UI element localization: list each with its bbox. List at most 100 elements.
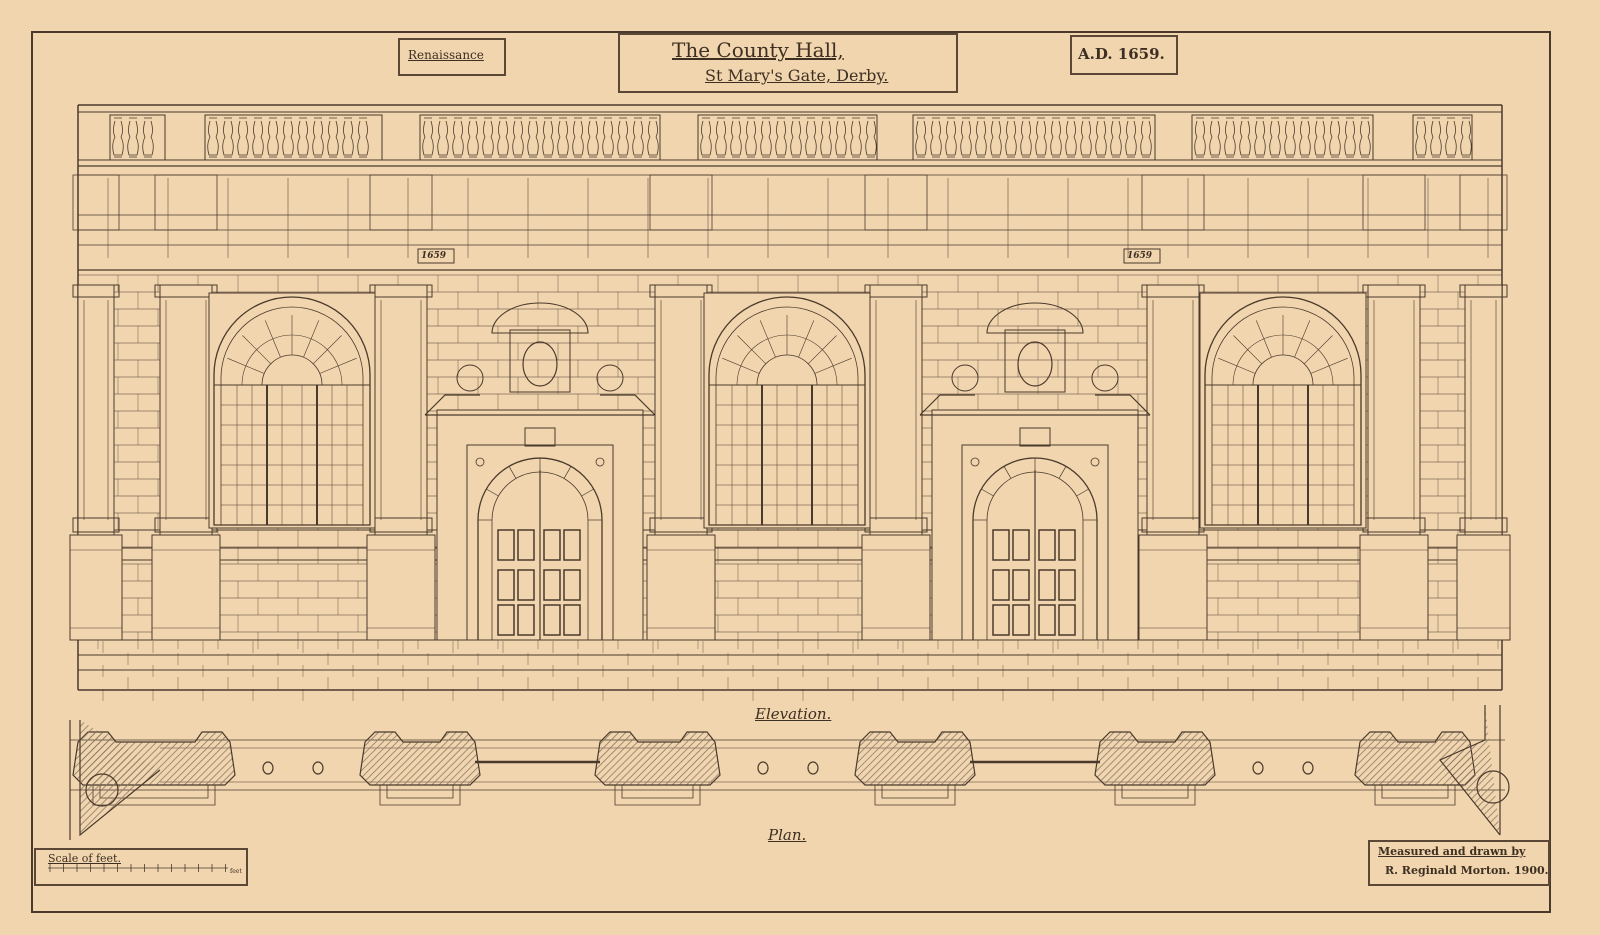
title-box xyxy=(618,33,958,93)
fanlight-ring xyxy=(1232,334,1334,386)
baluster xyxy=(820,117,832,158)
plan-pier xyxy=(854,731,976,786)
scale-label: Scale of feet. xyxy=(48,852,121,865)
baluster xyxy=(1095,117,1107,158)
balustrade-panel xyxy=(204,114,383,161)
baluster xyxy=(222,117,234,158)
baluster xyxy=(207,117,219,158)
style-label: Renaissance xyxy=(408,48,484,62)
door-panel xyxy=(992,529,1010,561)
baluster xyxy=(127,117,139,158)
pedestal xyxy=(1138,534,1208,641)
cornice-block xyxy=(1141,174,1205,231)
baluster xyxy=(112,117,124,158)
baluster xyxy=(760,117,772,158)
door-panel xyxy=(1012,529,1030,561)
door-panel xyxy=(1012,604,1030,636)
baluster xyxy=(357,117,369,158)
voussoir xyxy=(486,488,499,497)
keystone-block xyxy=(1019,427,1051,447)
rosette xyxy=(970,457,980,467)
pilaster-capital xyxy=(649,284,713,298)
baluster xyxy=(587,117,599,158)
baluster xyxy=(1140,117,1152,158)
plan-pedestal xyxy=(379,785,461,806)
plan-pedestal xyxy=(614,785,701,806)
baluster xyxy=(1224,117,1236,158)
baluster xyxy=(267,117,279,158)
door-panel xyxy=(992,604,1010,636)
window-inner xyxy=(1211,306,1355,525)
door-panel xyxy=(563,529,581,561)
baluster xyxy=(237,117,249,158)
door-panel xyxy=(563,604,581,636)
pilaster-capital xyxy=(1362,284,1426,298)
pedestal xyxy=(366,534,436,641)
elevation-label: Elevation. xyxy=(755,705,832,723)
baluster xyxy=(482,117,494,158)
pilaster-shaft xyxy=(1464,284,1503,536)
door-panel xyxy=(497,604,515,636)
plan-corner-column xyxy=(1476,770,1510,804)
balustrade-panel xyxy=(419,114,661,161)
door-panel xyxy=(543,569,561,601)
baluster xyxy=(1284,117,1296,158)
baluster xyxy=(282,117,294,158)
door-panel xyxy=(1058,569,1076,601)
baluster xyxy=(437,117,449,158)
baluster xyxy=(915,117,927,158)
title-line-2: St Mary's Gate, Derby. xyxy=(705,66,889,85)
baluster xyxy=(467,117,479,158)
baluster xyxy=(805,117,817,158)
baluster xyxy=(990,117,1002,158)
rosette xyxy=(475,457,485,467)
oval-cartouche xyxy=(522,341,558,387)
door-panel xyxy=(517,604,535,636)
plan-pedestal xyxy=(874,785,956,806)
voussoir xyxy=(581,488,594,497)
credit-line-2: R. Reginald Morton. 1900. xyxy=(1385,864,1549,877)
date-tablet-left: 1659 xyxy=(421,251,447,261)
fanlight-ring xyxy=(736,334,838,386)
plan-pier xyxy=(1094,731,1216,786)
scale-box xyxy=(34,848,248,886)
baluster xyxy=(1110,117,1122,158)
date-tablet-right-frame xyxy=(1123,248,1161,264)
baluster xyxy=(542,117,554,158)
segmental-hood xyxy=(491,302,589,334)
pedestal xyxy=(1359,534,1429,641)
pilaster-base xyxy=(1459,517,1508,533)
baluster xyxy=(422,117,434,158)
door-panel xyxy=(1038,569,1056,601)
baluster xyxy=(1430,117,1442,158)
baluster xyxy=(312,117,324,158)
door-panel xyxy=(543,529,561,561)
plan-label: Plan. xyxy=(768,826,807,844)
door-panel xyxy=(1038,604,1056,636)
voussoir xyxy=(981,488,994,497)
baluster xyxy=(512,117,524,158)
pedestal xyxy=(151,534,221,641)
baluster xyxy=(1445,117,1457,158)
plan-column xyxy=(807,761,819,775)
door-panel xyxy=(497,569,515,601)
baluster xyxy=(1239,117,1251,158)
baluster xyxy=(1299,117,1311,158)
door-panel xyxy=(1058,529,1076,561)
pilaster-shaft xyxy=(159,284,213,536)
plan-column xyxy=(312,761,324,775)
baluster xyxy=(1020,117,1032,158)
scroll-volute xyxy=(951,364,979,392)
plan-column xyxy=(1302,761,1314,775)
baluster xyxy=(790,117,802,158)
plan-column xyxy=(262,761,274,775)
baluster xyxy=(1359,117,1371,158)
pilaster-capital xyxy=(72,284,120,298)
balustrade-panel xyxy=(1191,114,1374,161)
door-panel xyxy=(517,529,535,561)
pilaster-shaft xyxy=(654,284,708,536)
baluster xyxy=(1194,117,1206,158)
baluster xyxy=(1269,117,1281,158)
keystone-block xyxy=(524,427,556,447)
